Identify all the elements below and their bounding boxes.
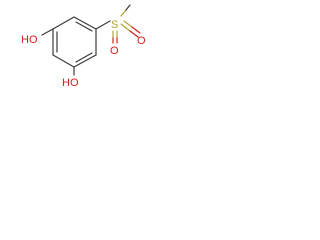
bond-s-o-upper-b bbox=[129, 30, 139, 38]
atom-oh-left: HO bbox=[21, 34, 38, 46]
ring-bond-1 bbox=[73, 16, 97, 30]
atom-oxygen-lower: O bbox=[110, 45, 119, 57]
bond-s-methyl bbox=[120, 9, 127, 17]
bond-methyl bbox=[125, 4, 131, 11]
bond-s-o-upper-a bbox=[120, 23, 131, 32]
ring-bond-3-inner bbox=[75, 52, 93, 63]
bond-c-oh-left bbox=[41, 28, 54, 36]
atom-oxygen-upper: O bbox=[137, 35, 146, 47]
bond-s-o-upper-d bbox=[131, 26, 141, 34]
chemical-structure: HO HO S O O bbox=[21, 4, 146, 89]
atom-sulfur: S bbox=[111, 19, 118, 31]
bond-c-s bbox=[95, 20, 111, 30]
ring-bond-6 bbox=[52, 16, 75, 30]
ring-bond-1-inner bbox=[75, 21, 93, 32]
atom-oh-bottom: HO bbox=[62, 77, 79, 89]
ring-bond-3 bbox=[73, 54, 97, 68]
ring-bond-4 bbox=[52, 54, 75, 68]
bond-s-o-upper-c bbox=[123, 20, 133, 28]
benzene-ring bbox=[52, 16, 97, 68]
